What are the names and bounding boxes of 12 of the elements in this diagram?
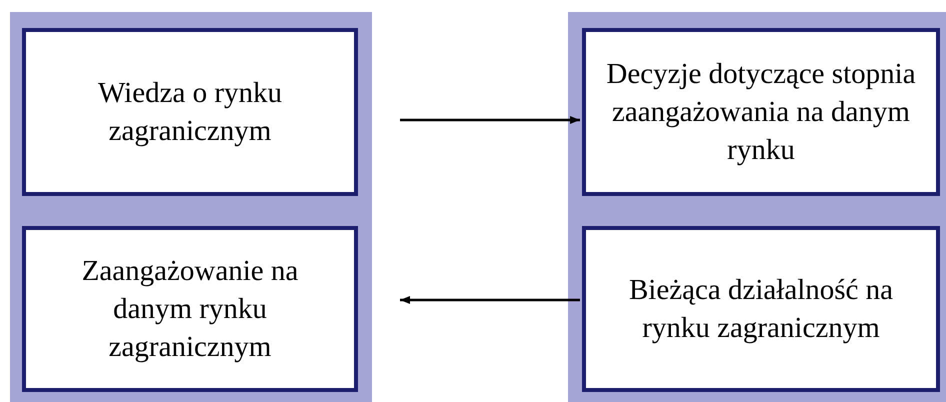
panel-background (10, 12, 372, 402)
box-text: Bieżąca działalność na rynku zagranicznym (628, 273, 894, 346)
text-box (22, 28, 358, 196)
text-box (582, 226, 940, 392)
box-text: Zaangażowanie na danym rynku zagranicznym (80, 254, 300, 365)
text-box (22, 226, 358, 392)
arrow (400, 296, 580, 304)
box-text: Wiedza o rynku zagranicznym (96, 76, 284, 149)
text-box (582, 28, 940, 196)
box-text: Decyzje dotyczące stopnia zaangażowania na danym rynku (605, 57, 917, 168)
arrow (400, 116, 580, 124)
panel-background (568, 12, 946, 402)
